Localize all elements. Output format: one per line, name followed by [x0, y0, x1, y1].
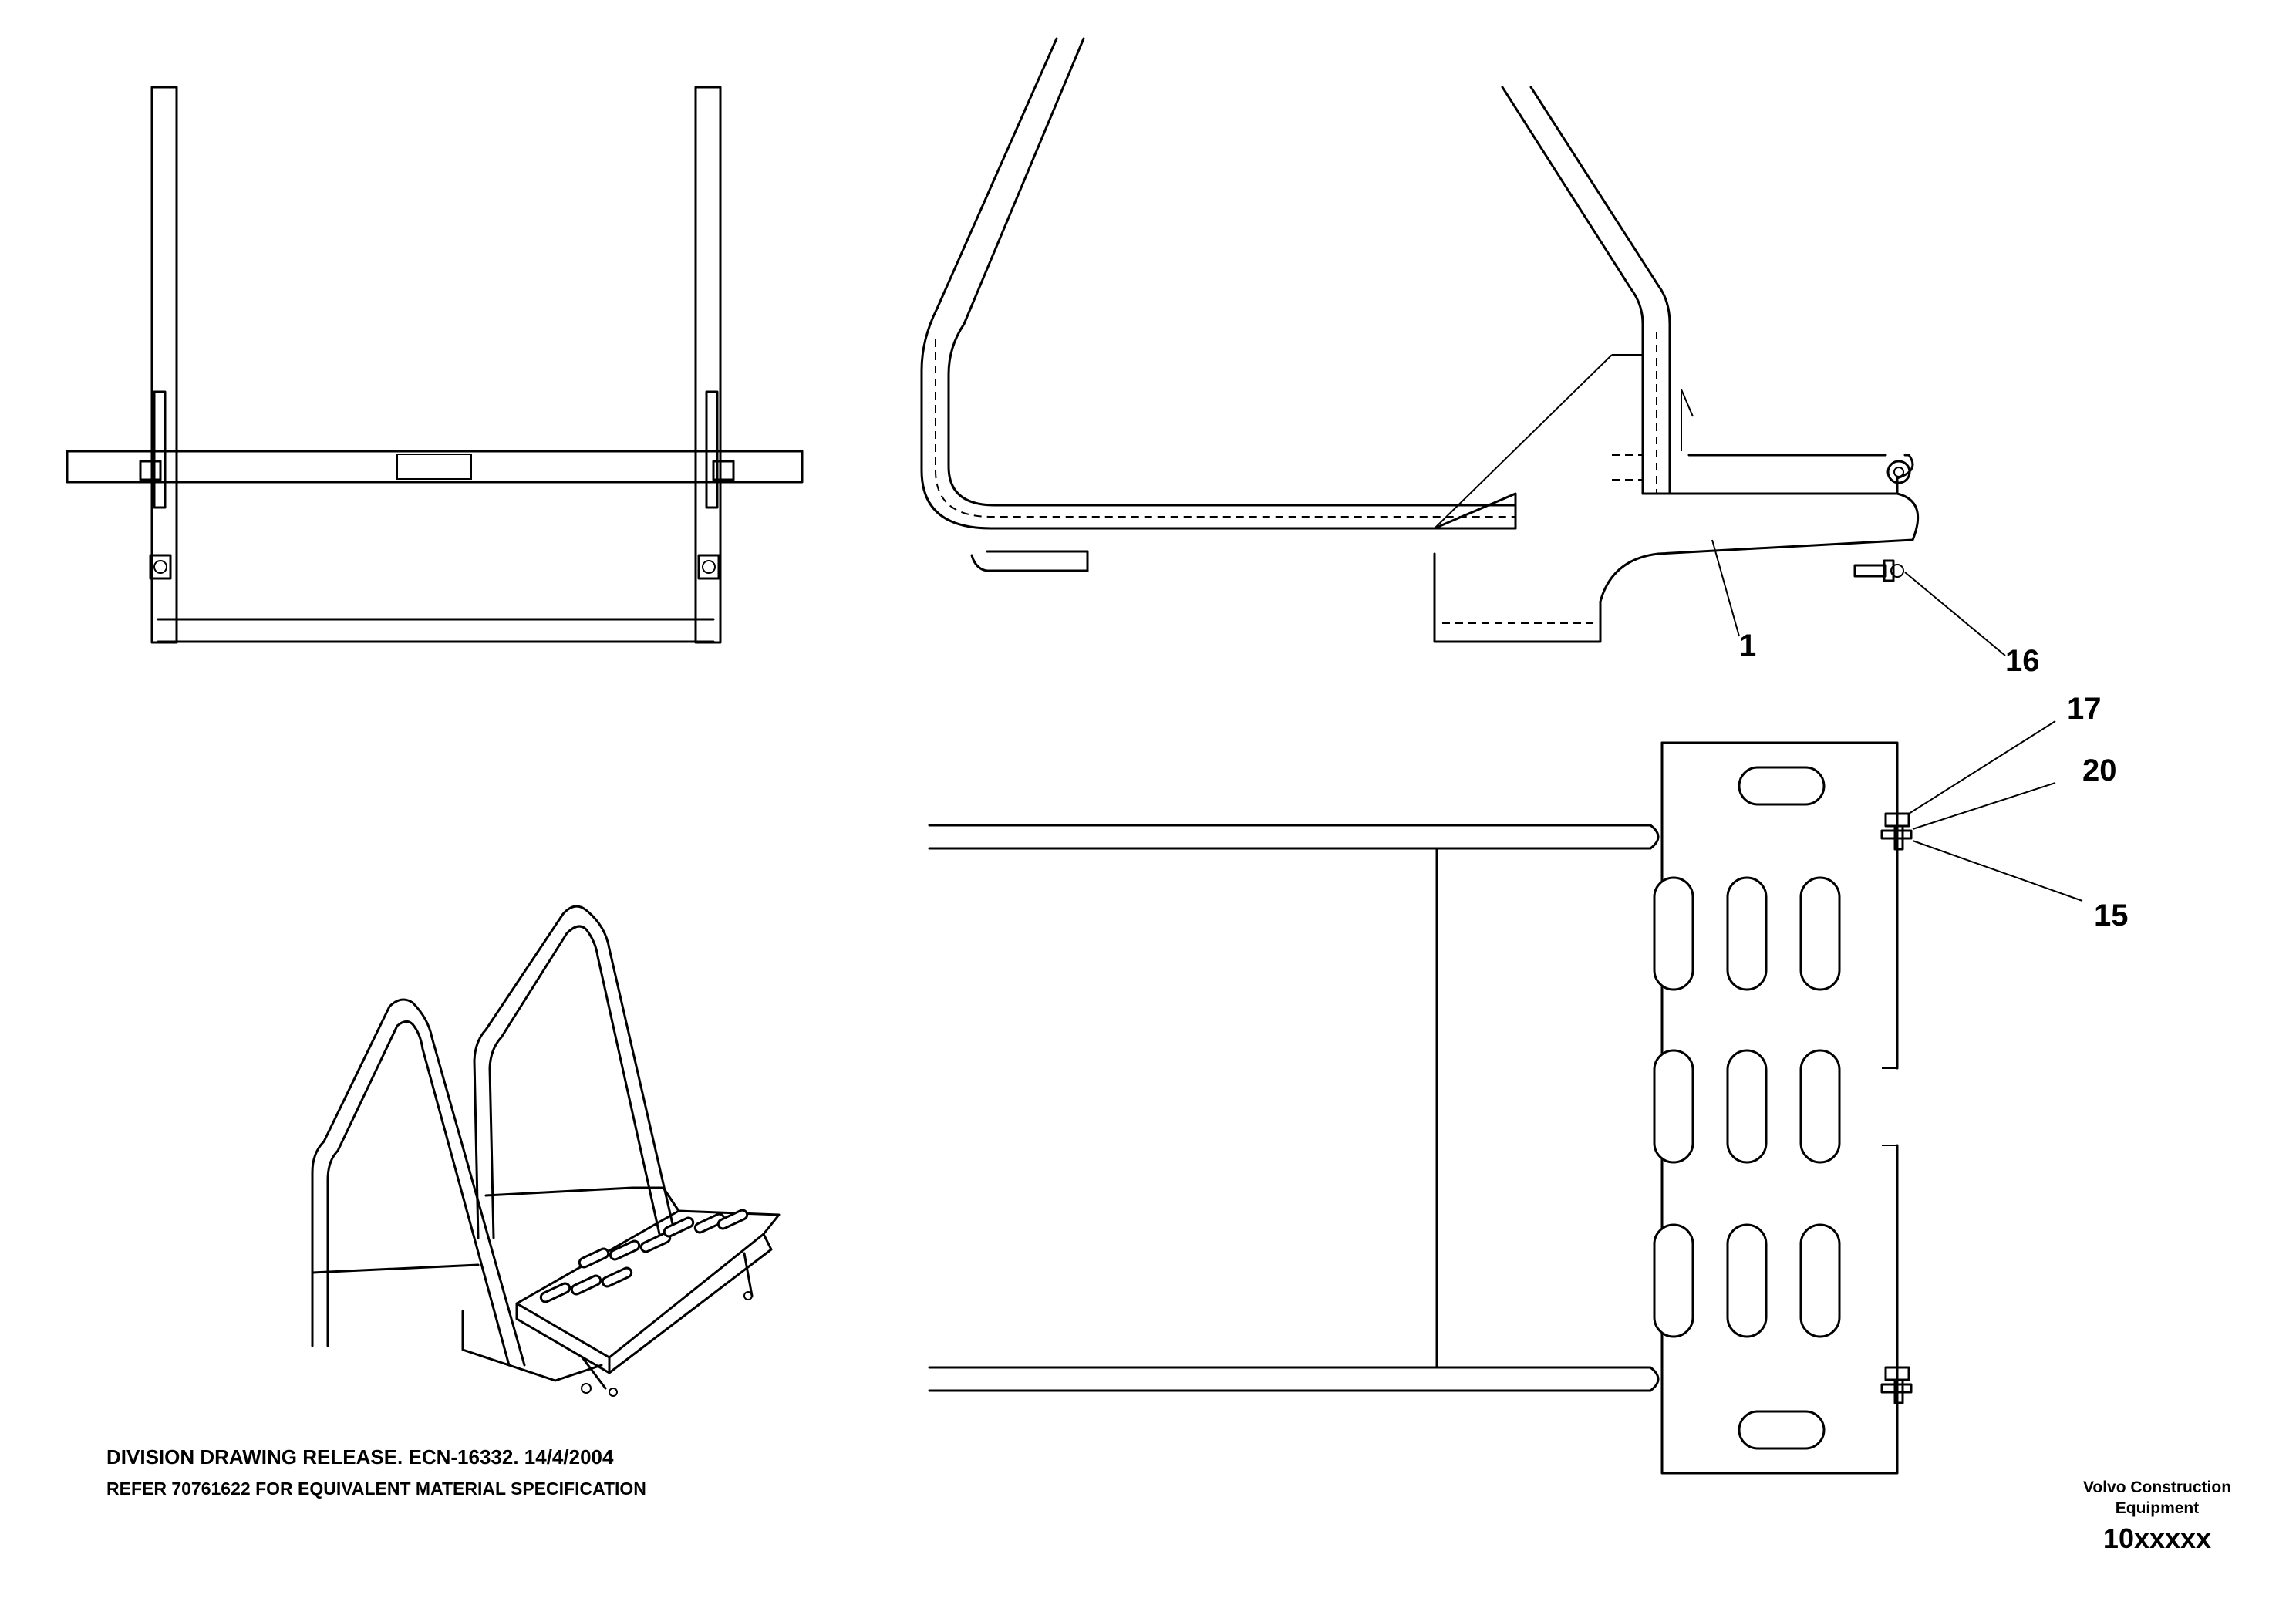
top-view — [928, 741, 1913, 1475]
front-view — [66, 86, 804, 644]
callout-20: 20 — [2082, 754, 2117, 787]
material-note: REFER 70761622 FOR EQUIVALENT MATERIAL S… — [106, 1479, 646, 1499]
callout-17: 17 — [2067, 692, 2102, 726]
release-note: DIVISION DRAWING RELEASE. ECN-16332. 14/… — [106, 1445, 614, 1469]
callouts: 1 16 17 20 15 — [1739, 629, 2129, 932]
company-line-2: Equipment — [2116, 1499, 2200, 1517]
callout-15: 15 — [2094, 899, 2129, 932]
title-block: Volvo Construction Equipment 10xxxxx — [2083, 1479, 2231, 1554]
drawing-number: 10xxxxx — [2103, 1523, 2211, 1554]
side-view — [920, 37, 1920, 643]
company-line-1: Volvo Construction — [2083, 1479, 2231, 1496]
isometric-view — [311, 905, 781, 1397]
callout-1: 1 — [1739, 629, 1756, 663]
leader-lines — [1711, 539, 2083, 902]
callout-16: 16 — [2005, 644, 2040, 678]
